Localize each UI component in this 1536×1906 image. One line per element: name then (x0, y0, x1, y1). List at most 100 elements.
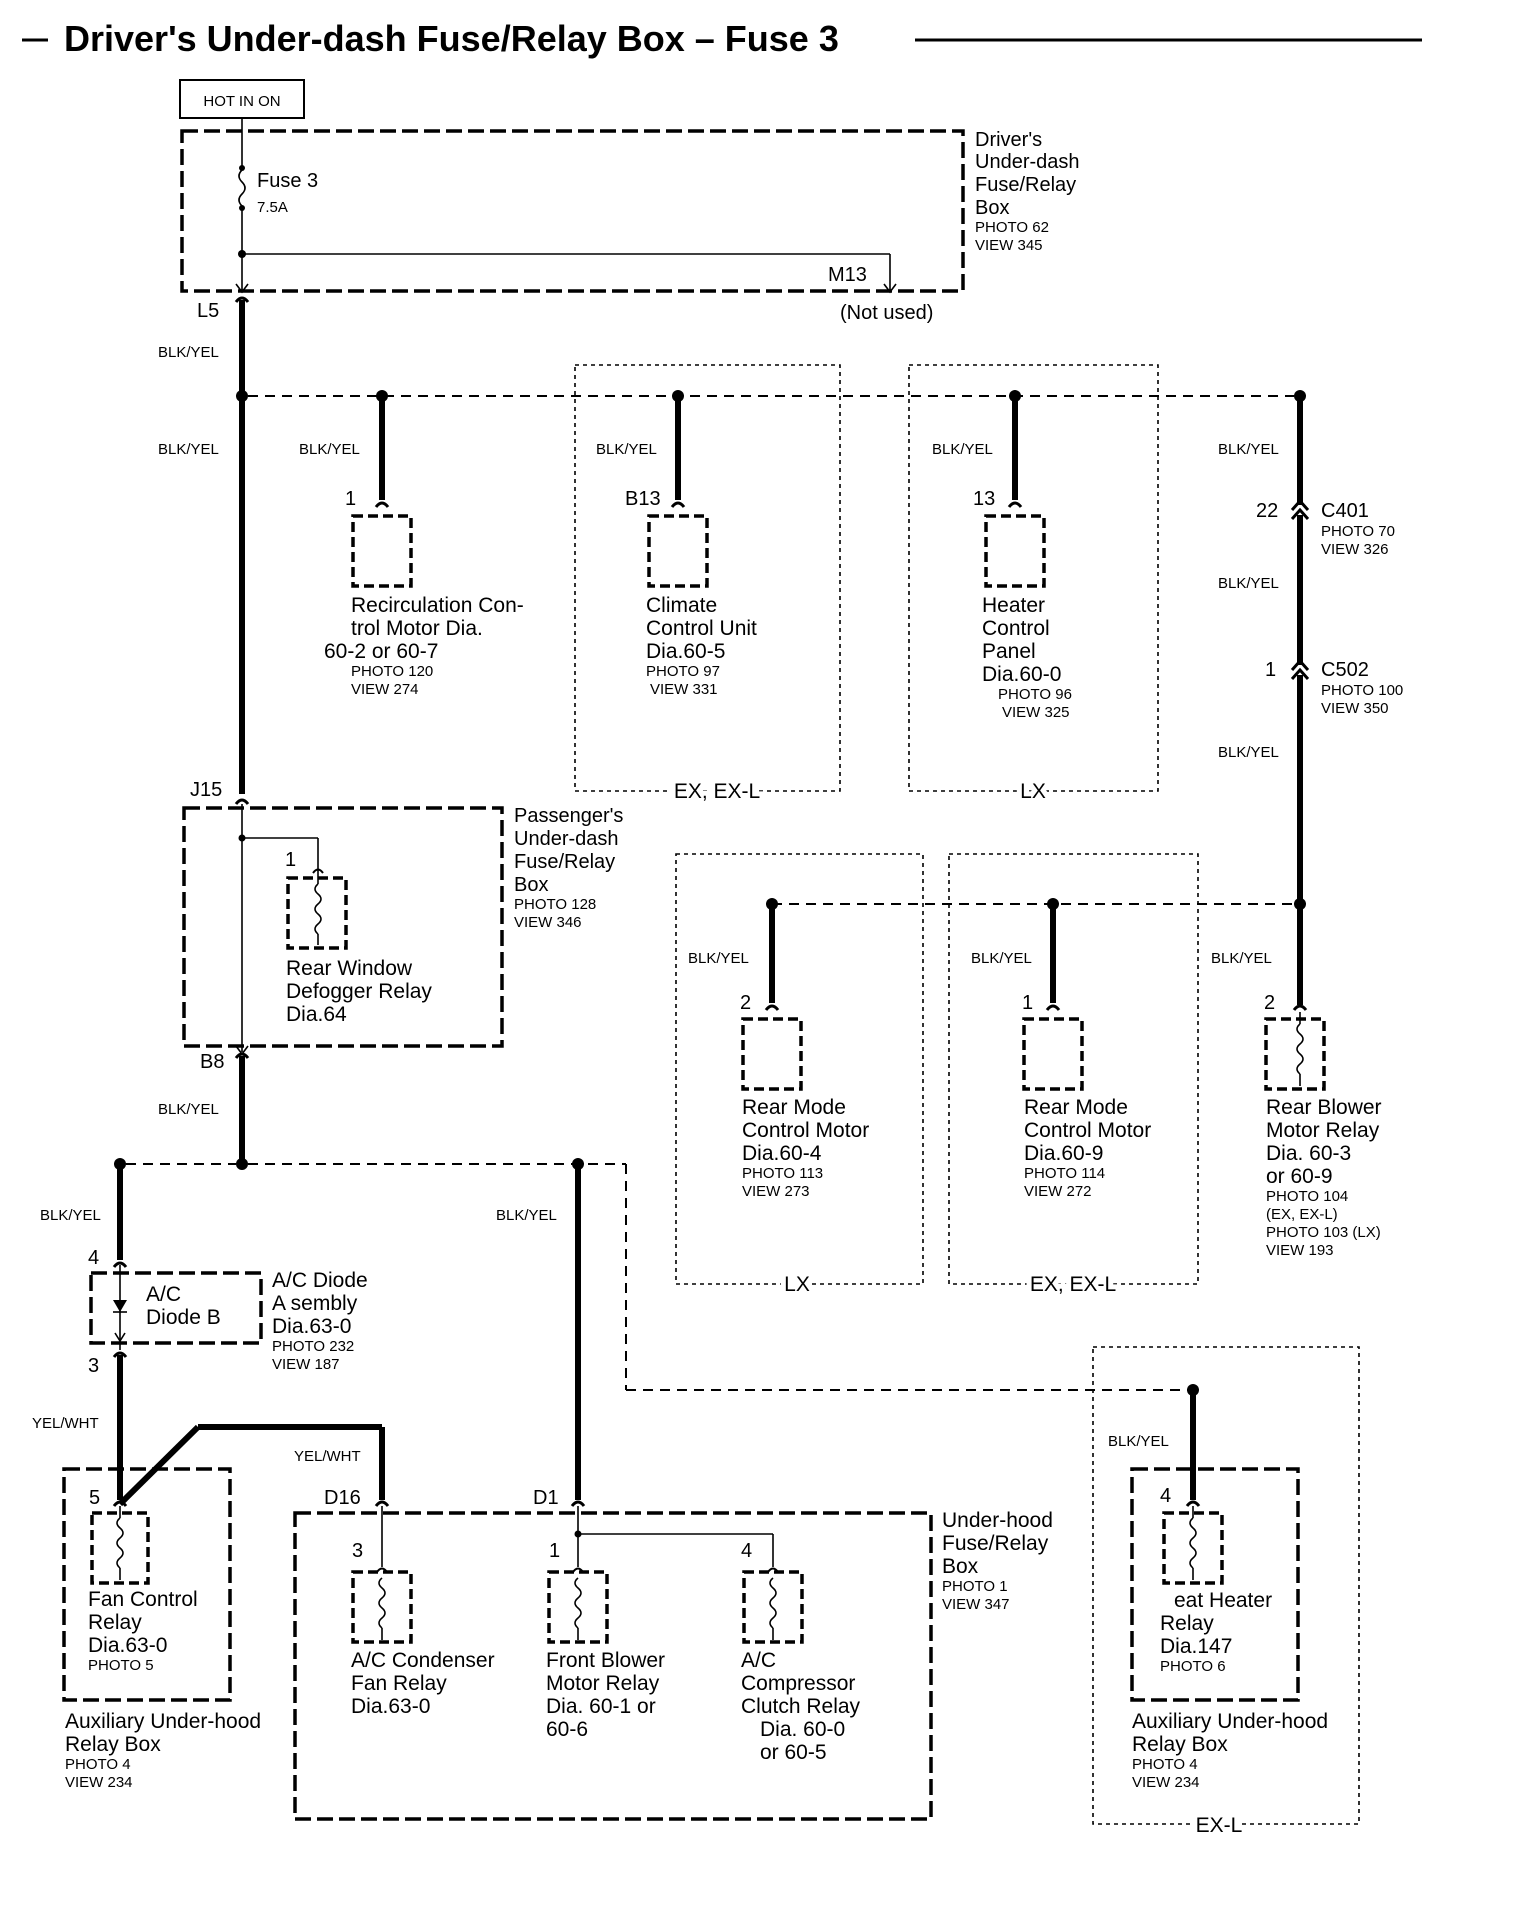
aux-box-right-name-2: Relay Box (1132, 1733, 1228, 1756)
heater-relay-coil-icon (1189, 1517, 1197, 1569)
rear-mode-ex-view: VIEW 272 (1024, 1183, 1092, 1200)
c502-name: C502 (1321, 659, 1369, 681)
condenser-name-2: Fan Relay (351, 1672, 447, 1695)
fan-crossover-wire-1 (117, 1424, 201, 1507)
splice-rear-bus (1294, 898, 1306, 910)
pin-d1: D1 (533, 1487, 559, 1509)
trunk-wire-color-1: BLK/YEL (158, 344, 219, 361)
diode-pin-bottom: 3 (88, 1355, 99, 1377)
diode-feed-wire-color: BLK/YEL (40, 1207, 101, 1224)
diode-box-icon (89, 1271, 263, 1345)
drivers-underdash-box: Fuse 3 7.5A M13 (Not used) L5 Driver's U… (180, 118, 1080, 324)
j15-connector-icon (234, 798, 250, 805)
fan-relay-name-3: Dia.63-0 (88, 1634, 167, 1657)
aux-box-left-name-1: Auxiliary Under-hood (65, 1710, 261, 1733)
underhood-box-outline (293, 1511, 933, 1821)
pin-b8: B8 (200, 1051, 224, 1073)
passengers-underdash-box: J15 1 Rear Window Defogger Relay Dia.64 … (182, 779, 623, 1056)
defogger-name-1: Rear Window (286, 957, 413, 980)
climate-region-label: EX, EX-L (674, 780, 760, 803)
trunk-wire-color-2: BLK/YEL (158, 441, 219, 458)
fan-relay-name-2: Relay (88, 1611, 142, 1634)
climate-option-box (574, 364, 841, 792)
heater-panel-view: VIEW 325 (1002, 704, 1070, 721)
diode-symbol-icon (113, 1300, 127, 1312)
rear-feed-wire-color-2: BLK/YEL (1218, 575, 1279, 592)
d1-connector-icon (570, 1500, 586, 1507)
climate-name-2: Control Unit (646, 617, 757, 640)
underhood-box-photo: PHOTO 1 (942, 1578, 1008, 1595)
rear-blower-name-2: Motor Relay (1266, 1119, 1380, 1142)
recirc-connector-icon (374, 501, 390, 508)
rear-mode-ex-pin: 1 (1022, 992, 1033, 1014)
rear-feed-branch: BLK/YEL 22 C401 PHOTO 70 VIEW 326 BLK/YE… (772, 390, 1403, 1005)
rear-blower-name-1: Rear Blower (1266, 1096, 1382, 1119)
rear-mode-ex-photo: PHOTO 114 (1024, 1165, 1105, 1182)
drivers-box-view: VIEW 345 (975, 237, 1043, 254)
heater-relay-photo: PHOTO 6 (1160, 1658, 1226, 1675)
rear-blower-name-3: Dia. 60-3 (1266, 1142, 1351, 1165)
fuse-terminal-top (239, 165, 245, 171)
passengers-box-name-4: Box (514, 874, 548, 896)
drivers-box-outline (180, 129, 965, 293)
rear-blower-name-4: or 60-9 (1266, 1165, 1333, 1188)
rear-mode-lx-name-3: Dia.60-4 (742, 1142, 822, 1165)
d16-connector-icon (374, 1500, 390, 1507)
c502-photo: PHOTO 100 (1321, 682, 1403, 699)
rear-mode-lx-photo: PHOTO 113 (742, 1165, 823, 1182)
rear-blower-photo-2: (EX, EX-L) (1266, 1206, 1338, 1223)
recirc-name-1: Recirculation Con- (351, 594, 524, 617)
rear-mode-lx-motor-icon (741, 1017, 803, 1091)
l5-connector-icon (234, 296, 250, 303)
drivers-box-name-4: Box (975, 197, 1009, 219)
heater-panel-wire-color: BLK/YEL (932, 441, 993, 458)
aux-box-right-view: VIEW 234 (1132, 1774, 1200, 1791)
hot-in-on-box (179, 79, 305, 119)
c401-connector-icon-bottom (1290, 507, 1310, 520)
c502-connector-icon-bottom (1290, 667, 1310, 680)
rear-mode-ex-option-box (948, 853, 1199, 1285)
heater-relay-region-label: EX-L (1196, 1814, 1243, 1837)
rear-mode-lx-branch: BLK/YEL 2 Rear Mode Control Motor Dia.60… (675, 853, 924, 1301)
defogger-coil-icon (314, 883, 322, 935)
underhood-box-name-3: Box (942, 1555, 979, 1578)
recirc-motor-icon (351, 514, 413, 588)
d1-wire-color: BLK/YEL (496, 1207, 557, 1224)
rear-mode-ex-region-label: EX, EX-L (1030, 1273, 1116, 1296)
rear-mode-lx-wire-color: BLK/YEL (688, 950, 749, 967)
c401-photo: PHOTO 70 (1321, 523, 1395, 540)
heater-relay-name-1: eat Heater (1174, 1589, 1272, 1612)
diode-name-1: A/C Diode (272, 1269, 368, 1292)
compressor-pin: 4 (741, 1540, 752, 1562)
c401-name: C401 (1321, 500, 1369, 522)
ac-diode-branch: BLK/YEL 4 A/C Diode B A/C Diode A sembly… (32, 1164, 368, 1500)
diode-name-3: Dia.63-0 (272, 1315, 351, 1338)
condenser-coil-icon (378, 1577, 386, 1629)
recirc-pin: 1 (345, 488, 356, 510)
climate-name-3: Dia.60-5 (646, 640, 725, 663)
underhood-box-view: VIEW 347 (942, 1596, 1010, 1613)
diode-inner-name-2: Diode B (146, 1306, 221, 1329)
splice-lower-center (236, 1158, 248, 1170)
defogger-name-2: Defogger Relay (286, 980, 432, 1003)
heater-panel-name-2: Control (982, 617, 1050, 640)
hot-in-on-label: HOT IN ON (203, 93, 280, 110)
aux-box-left-name-2: Relay Box (65, 1733, 161, 1756)
rear-mode-lx-view: VIEW 273 (742, 1183, 810, 1200)
diagram-title: Driver's Under-dash Fuse/Relay Box – Fus… (64, 18, 839, 59)
passengers-box-photo: PHOTO 128 (514, 896, 596, 913)
rear-mode-lx-name-1: Rear Mode (742, 1096, 846, 1119)
rear-blower-connector-icon (1292, 1004, 1308, 1011)
aux-box-left-photo: PHOTO 4 (65, 1756, 131, 1773)
diode-arrow-icon (114, 1332, 126, 1343)
heater-relay-option-box (1092, 1346, 1360, 1825)
heater-relay-pin: 4 (1160, 1485, 1171, 1507)
climate-view: VIEW 331 (650, 681, 718, 698)
compressor-coil-icon (769, 1577, 777, 1629)
compressor-name-5: or 60-5 (760, 1741, 827, 1764)
c401-pin: 22 (1256, 500, 1278, 522)
heater-panel-name-4: Dia.60-0 (982, 663, 1061, 686)
climate-wire-color: BLK/YEL (596, 441, 657, 458)
c502-view: VIEW 350 (1321, 700, 1389, 717)
m13-not-used: (Not used) (840, 302, 933, 324)
